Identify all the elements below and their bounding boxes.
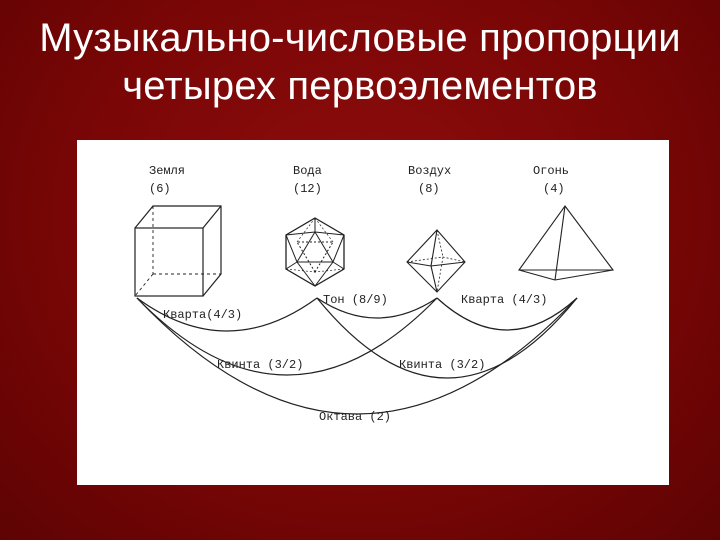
ton-arc <box>316 297 438 319</box>
element-count-water: (12) <box>293 182 322 196</box>
kvinta-left-arc <box>136 297 438 376</box>
element-label-fire: Огонь <box>533 164 569 178</box>
element-count-air: (8) <box>418 182 440 196</box>
diagram-figure: Земля (6) Вода (12) Воздух (8) Огонь (4) <box>77 140 669 485</box>
icosahedron-solid <box>285 217 345 287</box>
kvarta-right-label: Кварта (4/3) <box>461 293 547 307</box>
octahedron-solid <box>406 229 466 293</box>
kvarta-left-arc <box>136 297 318 332</box>
element-label-water: Вода <box>293 164 322 178</box>
tetrahedron-solid <box>517 205 615 281</box>
kvinta-right-label: Квинта (3/2) <box>399 358 485 372</box>
oktava-arc <box>136 297 578 415</box>
kvarta-right-arc <box>436 297 578 331</box>
oktava-label: Октава (2) <box>319 410 391 424</box>
slide-title: Музыкально-числовые пропорции четырех пе… <box>0 14 720 110</box>
kvinta-left-label: Квинта (3/2) <box>217 358 303 372</box>
kvarta-left-label: Кварта(4/3) <box>163 308 242 322</box>
title-line-1: Музыкально-числовые пропорции <box>39 16 681 60</box>
ton-label: Тон (8/9) <box>323 293 388 307</box>
element-label-earth: Земля <box>149 164 185 178</box>
element-label-air: Воздух <box>408 164 451 178</box>
proportions-diagram: Земля (6) Вода (12) Воздух (8) Огонь (4) <box>134 164 615 424</box>
element-count-earth: (6) <box>149 182 171 196</box>
element-count-fire: (4) <box>543 182 565 196</box>
title-line-2: четырех первоэлементов <box>122 64 598 108</box>
kvinta-right-arc <box>316 297 578 379</box>
cube-solid <box>134 205 222 297</box>
